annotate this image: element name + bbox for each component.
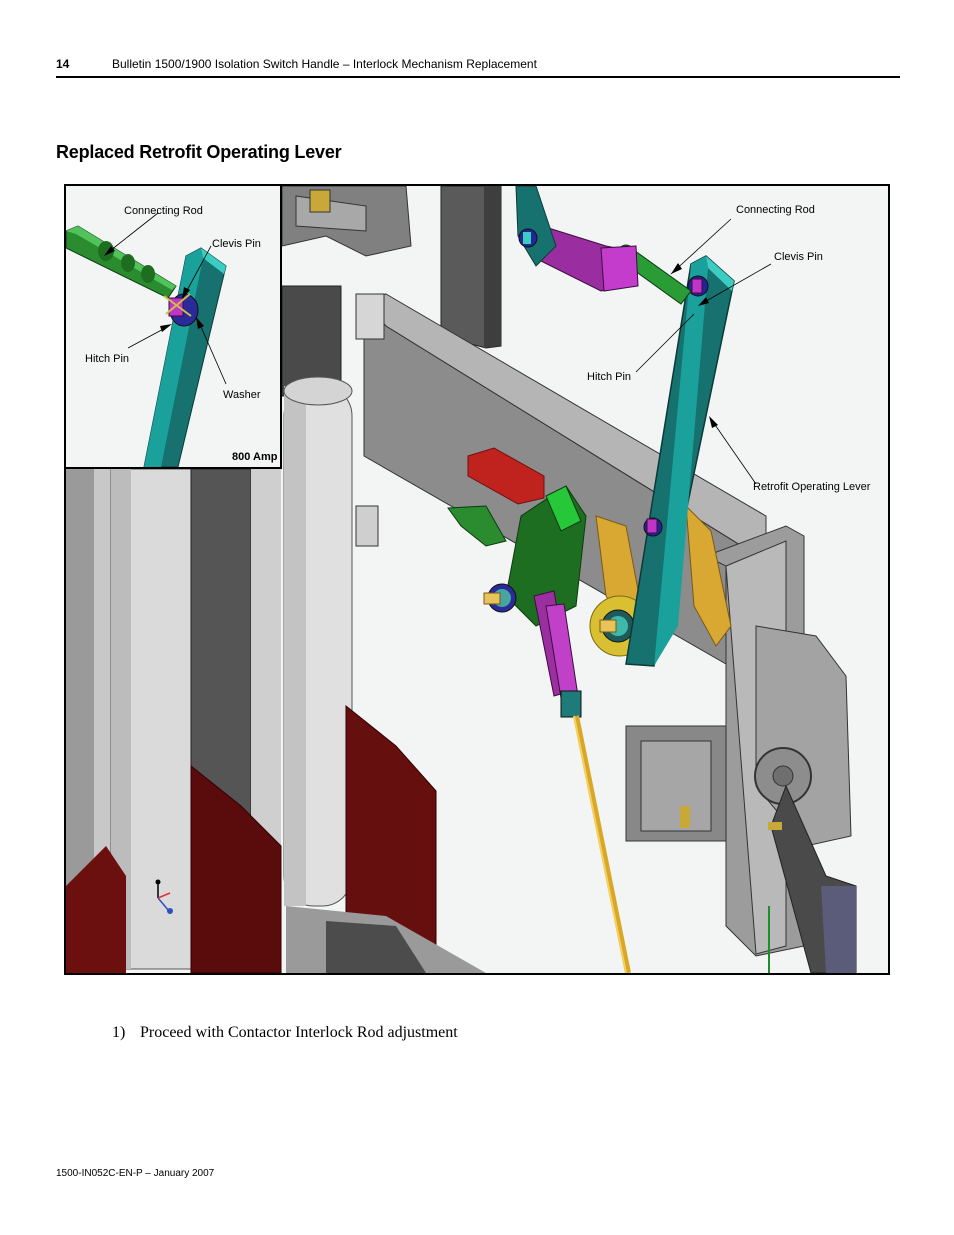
footer-publication: 1500-IN052C-EN-P – January 2007 xyxy=(56,1168,215,1179)
step-number: 1) xyxy=(112,1024,126,1041)
inset-callout-washer: Washer xyxy=(223,389,261,401)
section-title: Replaced Retrofit Operating Lever xyxy=(56,142,342,162)
inset-caption: 800 Amp xyxy=(232,451,278,463)
callout-hitch-pin: Hitch Pin xyxy=(587,371,632,383)
mechanism-figure: Connecting Rod Clevis Pin Hitch Pin Retr… xyxy=(64,184,890,975)
inset-illustration xyxy=(66,186,280,467)
step-item: 1) Proceed with Contactor Interlock Rod a… xyxy=(112,1024,458,1042)
step-text: Proceed with Contactor Interlock Rod adj… xyxy=(140,1024,458,1041)
callout-retrofit-operating-lever: Retrofit Operating Lever xyxy=(753,481,871,493)
callout-connecting-rod: Connecting Rod xyxy=(736,204,815,216)
inset-callout-clevis-pin: Clevis Pin xyxy=(212,238,261,250)
inset-800-amp: Connecting Rod Clevis Pin Hitch Pin Wash… xyxy=(66,186,282,469)
callout-clevis-pin: Clevis Pin xyxy=(774,251,823,263)
inset-callout-hitch-pin: Hitch Pin xyxy=(85,353,130,365)
page-number: 14 xyxy=(56,57,70,71)
inset-callout-connecting-rod: Connecting Rod xyxy=(124,205,203,217)
mechanism-illustration xyxy=(66,186,888,973)
header-title: Bulletin 1500/1900 Isolation Switch Hand… xyxy=(112,57,537,71)
header-rule xyxy=(56,76,900,78)
